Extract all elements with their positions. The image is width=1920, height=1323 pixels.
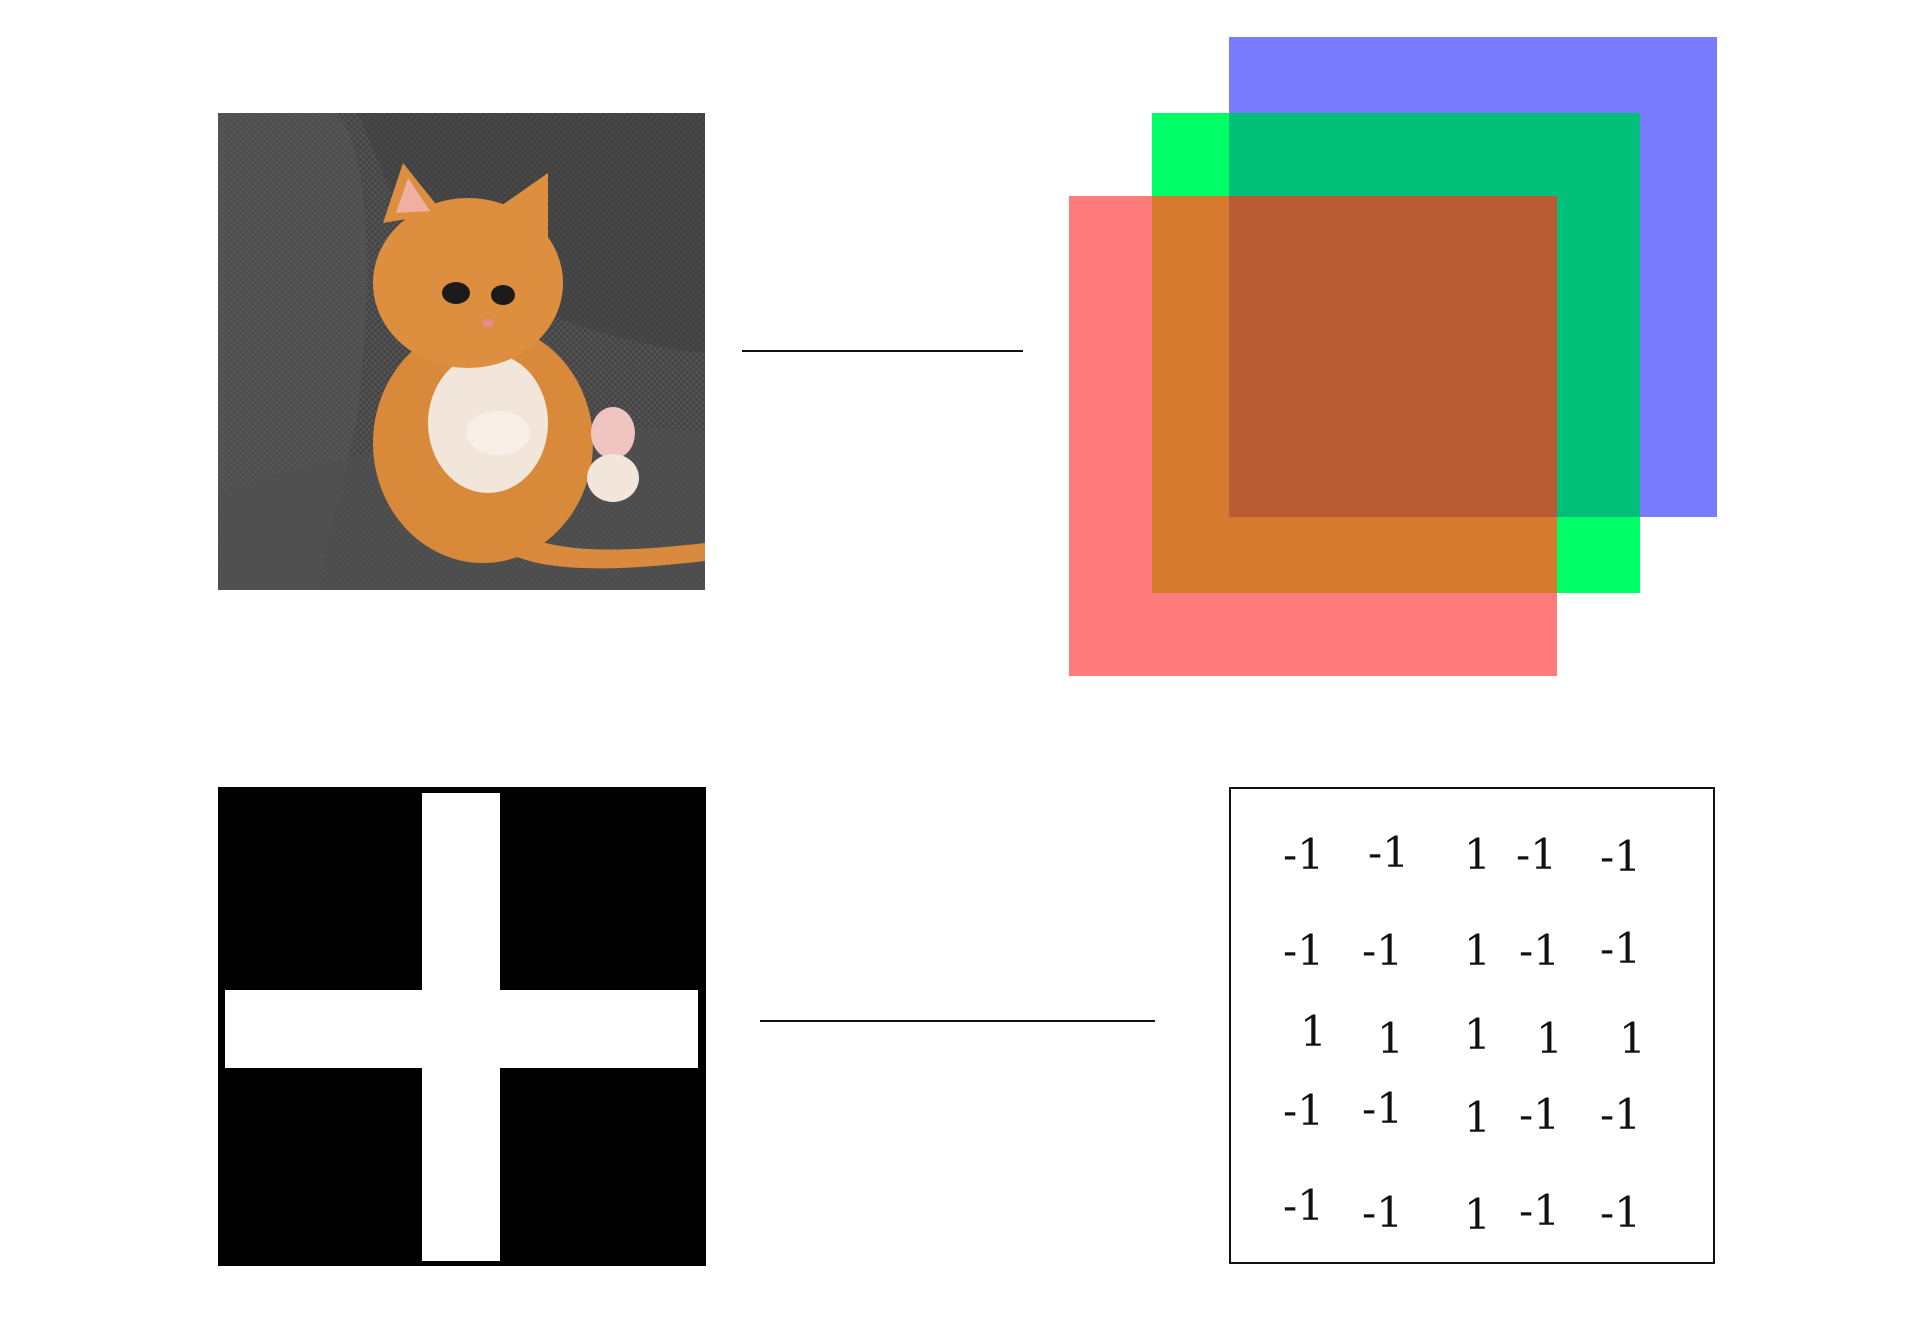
matrix-cell: 1 <box>1619 1014 1646 1063</box>
kitten-illustration <box>218 113 705 590</box>
connector-line-bottom <box>760 1020 1155 1022</box>
matrix-cell: 1 <box>1464 830 1491 879</box>
matrix-cell: -1 <box>1283 1181 1324 1230</box>
matrix-cell: 1 <box>1464 1010 1491 1059</box>
cross-horizontal-bar <box>225 990 698 1068</box>
matrix-cell: 1 <box>1300 1007 1327 1056</box>
matrix-cell: -1 <box>1283 1086 1324 1135</box>
matrix-cell: -1 <box>1519 1090 1560 1139</box>
matrix-cell: 1 <box>1464 1093 1491 1142</box>
connector-line-top <box>742 350 1023 352</box>
matrix-cell: -1 <box>1600 1090 1641 1139</box>
matrix-cell: 1 <box>1464 1190 1491 1239</box>
matrix-cell: -1 <box>1362 1084 1403 1133</box>
red-green-blue-overlap <box>1229 196 1557 517</box>
matrix-cell: -1 <box>1519 1186 1560 1235</box>
matrix-cell: -1 <box>1283 830 1324 879</box>
matrix-cell: -1 <box>1600 924 1641 973</box>
matrix-cell: -1 <box>1283 926 1324 975</box>
matrix-cell: -1 <box>1600 832 1641 881</box>
matrix-cell: -1 <box>1368 828 1409 877</box>
matrix-cell: 1 <box>1377 1014 1404 1063</box>
matrix-cell: 1 <box>1464 926 1491 975</box>
matrix-cell: -1 <box>1516 830 1557 879</box>
kitten-photo <box>218 113 705 590</box>
matrix-cell: -1 <box>1362 926 1403 975</box>
matrix-cell: 1 <box>1536 1014 1563 1063</box>
matrix-cell: -1 <box>1600 1188 1641 1237</box>
matrix-cell: -1 <box>1362 1188 1403 1237</box>
matrix-cell: -1 <box>1519 926 1560 975</box>
pixel-value-matrix: -1 -1 1 -1 -1 -1 -1 1 -1 -1 1 1 1 1 1 -1… <box>1229 787 1715 1264</box>
